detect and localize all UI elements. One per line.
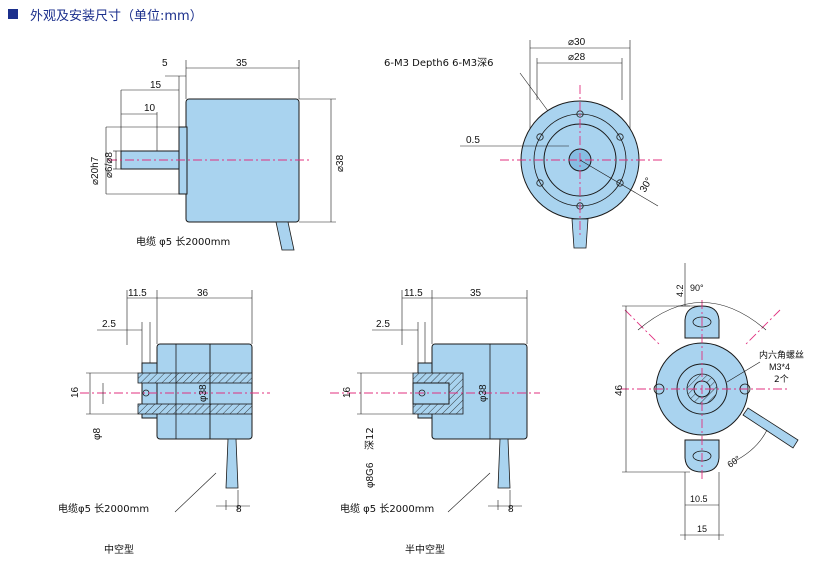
- cable: [497, 438, 511, 489]
- dim-phi8g6: φ8G6: [365, 462, 376, 488]
- dim-diam-28: ⌀28: [568, 52, 586, 63]
- dim-angle-30: 30°: [638, 176, 655, 195]
- dim-16: 16: [70, 386, 81, 398]
- dim-16: 16: [342, 386, 353, 398]
- encoder-body: [185, 98, 300, 223]
- flange: [178, 126, 188, 195]
- dim-46: 46: [614, 384, 625, 396]
- dim-phi38: φ38: [198, 384, 209, 402]
- side-view-hollow: 11.5 36 2.5 16 φ8 φ38 8 电缆φ5 长2000mm 中空型: [58, 288, 270, 556]
- dim-8: 8: [508, 504, 514, 515]
- cable: [275, 221, 295, 251]
- cable-note: 电缆 φ5 长2000mm: [340, 502, 434, 515]
- dim-15: 15: [697, 524, 707, 534]
- dim-diam-30: ⌀30: [568, 37, 586, 48]
- dim-phi8: φ8: [92, 428, 103, 440]
- caption-semi-hollow: 半中空型: [405, 543, 445, 556]
- dim-36: 36: [197, 288, 209, 299]
- dim-20h7: ⌀20h7: [90, 156, 101, 185]
- dim-5: 5: [162, 58, 168, 69]
- caption-hollow: 中空型: [104, 543, 134, 556]
- dim-11-5: 11.5: [128, 288, 147, 299]
- dim-phi38: φ38: [478, 384, 489, 402]
- thread-note: 6-M3 Depth6 6-M3深6: [384, 57, 493, 69]
- title-bar: 外观及安装尺寸（单位:mm）: [8, 4, 203, 24]
- dim-38: ⌀38: [335, 154, 346, 172]
- screw-note-line3: 2个: [774, 374, 789, 385]
- front-view: ⌀30 ⌀28 30° 0.5 6-M3 Depth6 6-M3深6: [384, 37, 662, 249]
- dim-4-2: 4.2: [675, 284, 685, 297]
- dim-6-8: ⌀6/⌀8: [104, 152, 115, 178]
- title-bullet-square: [8, 9, 18, 19]
- mounting-view: 90° 4.2 46 60° 10.5 15 内六角螺丝 M3*4 2个: [614, 263, 804, 540]
- cable: [225, 438, 239, 489]
- dim-depth12: 深12: [364, 427, 376, 450]
- dim-angle-90: 90°: [690, 283, 704, 293]
- dim-35: 35: [470, 288, 482, 299]
- dim-10: 10: [144, 103, 156, 114]
- cable: [742, 407, 799, 449]
- hollow-bore-bottom: [137, 403, 253, 415]
- screw-note-line2: M3*4: [769, 362, 790, 372]
- dim-0-5: 0.5: [466, 135, 480, 146]
- dim-angle-60: 60°: [725, 453, 742, 469]
- hollow-bore-top: [137, 372, 253, 384]
- dim-8: 8: [236, 504, 242, 515]
- side-view-semi-hollow: 11.5 35 2.5 16 φ8G6 深12 φ38 8 电缆 φ5 长200…: [330, 288, 540, 556]
- dim-2-5: 2.5: [376, 319, 390, 330]
- dim-10-5: 10.5: [690, 494, 708, 504]
- dim-2-5: 2.5: [102, 319, 116, 330]
- dim-35: 35: [236, 58, 248, 69]
- screw-note-line1: 内六角螺丝: [759, 349, 804, 361]
- side-view-solid-shaft: 5 35 15 10 ⌀20h7 ⌀6/⌀8 ⌀38 电缆 φ5 长2000mm: [90, 58, 346, 251]
- dim-15: 15: [150, 80, 162, 91]
- cable-note: 电缆φ5 长2000mm: [58, 502, 149, 515]
- dim-11-5: 11.5: [404, 288, 423, 299]
- page-title: 外观及安装尺寸（单位:mm）: [30, 8, 203, 24]
- cable-note: 电缆 φ5 长2000mm: [136, 235, 230, 248]
